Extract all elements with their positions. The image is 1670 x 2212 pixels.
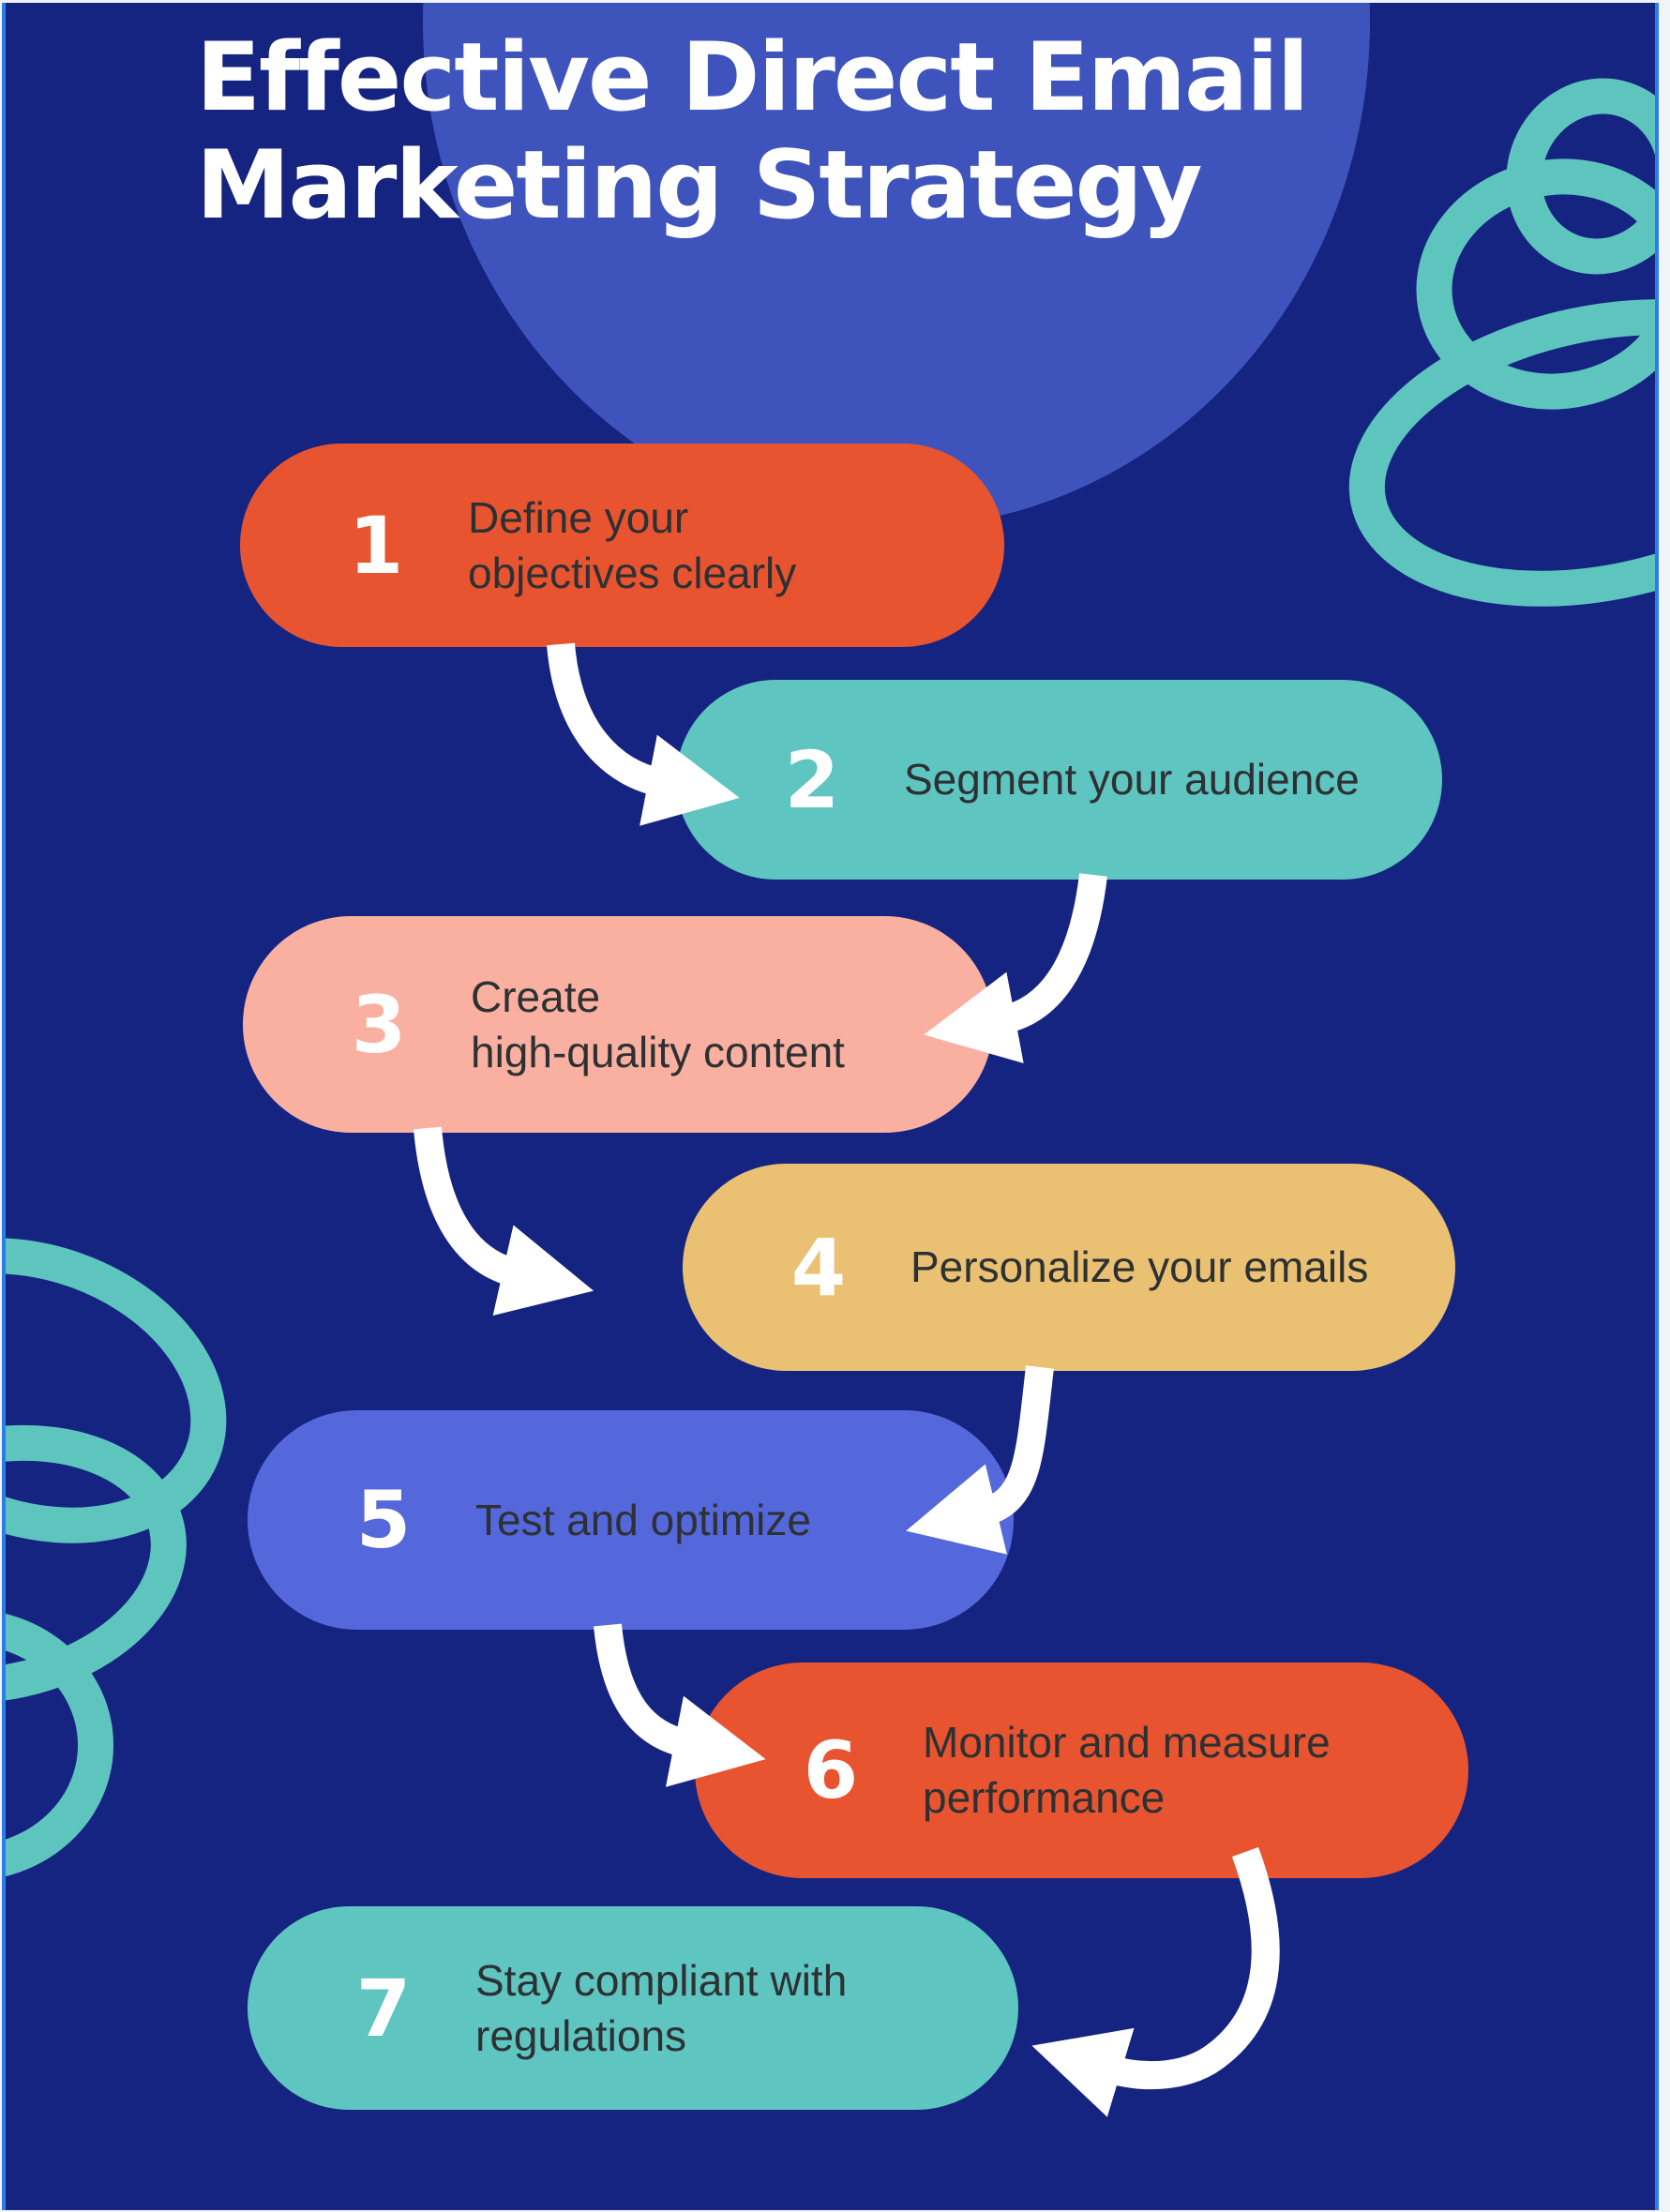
step-3-number: 3 (351, 978, 407, 1071)
step-5-label: Test and optimize (475, 1495, 811, 1544)
step-4-number: 4 (790, 1221, 847, 1314)
step-3-pill: 3 Create high-quality content (243, 916, 993, 1133)
infographic-canvas: Effective Direct Email Marketing Strateg… (2, 3, 1659, 2210)
step-7-label: Stay compliant with regulations (475, 1955, 848, 2060)
step-2-pill: 2 Segment your audience (676, 680, 1442, 880)
scribble-decoration-top-right (1348, 78, 1655, 607)
step-3-label: Create high-quality content (471, 971, 845, 1076)
step-4-pill: 4 Personalize your emails (683, 1164, 1455, 1371)
step-7-number: 7 (355, 1962, 412, 2054)
step-6-pill: 6 Monitor and measure performance (695, 1663, 1468, 1878)
step-2-number: 2 (784, 733, 840, 826)
page-title-line-2: Marketing Strategy (196, 129, 1203, 241)
step-5-number: 5 (355, 1474, 412, 1566)
page-title: Effective Direct Email Marketing Strateg… (196, 22, 1309, 241)
curved-arrow-step6-to-step7-icon (1031, 1846, 1280, 2117)
step-5-pill: 5 Test and optimize (248, 1410, 1014, 1630)
step-1-pill: 1 Define your objectives clearly (240, 444, 1004, 647)
step-6-label: Monitor and measure performance (923, 1718, 1331, 1822)
step-2-label: Segment your audience (904, 755, 1360, 805)
page-title-line-1: Effective Direct Email (196, 22, 1309, 132)
step-6-number: 6 (803, 1724, 859, 1816)
step-1-number: 1 (348, 499, 404, 592)
step-7-pill: 7 Stay compliant with regulations (248, 1906, 1018, 2110)
curved-arrow-step5-to-step6-icon (594, 1623, 766, 1787)
step-1-label: Define your objectives clearly (468, 492, 797, 597)
scribble-decoration-left (6, 1238, 227, 1877)
curved-arrow-step2-to-step3-icon (924, 873, 1107, 1063)
curved-arrow-step3-to-step4-icon (414, 1126, 594, 1316)
step-4-label: Personalize your emails (910, 1242, 1369, 1292)
curved-arrow-step1-to-step2-icon (547, 642, 740, 826)
